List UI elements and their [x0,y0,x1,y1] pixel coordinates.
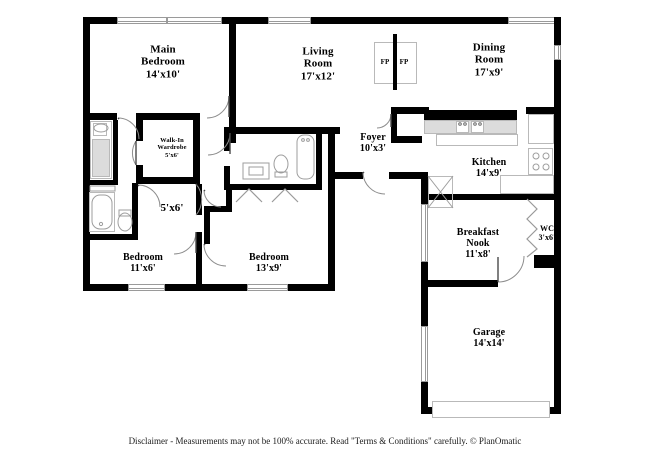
shower-pan-ensuite [90,121,112,179]
wall-kitchen-pantry-top [526,107,554,114]
wall-hall-divider [204,212,210,244]
room-label-wc: WC 3'x6' [538,224,556,242]
room-label-bedroom-2: Bedroom 11'x6' [123,251,163,274]
wall-closet56-right-b [196,232,202,284]
wall-bedroom-wing-bottom-b [165,284,247,291]
wall-bedroom-wing-bottom-a [83,284,128,291]
wall-exterior-left-upper [83,17,90,183]
disclaimer-text: Disclaimer - Measurements may not be 100… [128,436,522,446]
room-label-closet-5x6: 5'x6' [160,201,184,214]
wall-garage-top-left [421,280,498,287]
wall-linen-right [226,190,232,212]
room-label-foyer: Foyer 10'x3' [359,131,387,154]
room-label-main-bedroom: Main Bedroom 14'x10' [141,43,185,81]
wall-foyer-bottom-left [335,172,363,179]
wall-exterior-top-left [83,17,117,24]
window-breakfast-nook [421,204,428,262]
wall-nook-left-upper [421,194,428,204]
window-dining-right [554,45,561,60]
wall-garage-left-lower [421,382,428,414]
wall-nook-left-lower [421,262,428,282]
window-main-bedroom-1 [117,17,167,24]
wall-hall-right-upper [328,127,335,189]
fireplace-label-living: FP [380,58,390,67]
wall-hallbath-left-b [224,166,230,190]
window-bedroom-2 [128,284,165,291]
kitchen-base-cabinet-run [500,175,554,194]
wall-foyer-bottom-right [389,172,428,179]
pantry-cabinet [528,114,554,144]
wall-kitchen-appliance-bottom [523,194,554,200]
room-label-breakfast-nook: Breakfast Nook 11'x8' [456,227,500,261]
garage-door [432,401,550,418]
wall-linen-bottom [204,206,232,212]
wall-wardrobe-bottom [136,177,200,184]
shower-floor-ensuite [92,139,110,177]
wall-wc-door-post [534,255,554,268]
window-bedroom-3 [247,284,288,291]
wall-wardrobe-left [136,113,143,141]
wall-garage-left-upper [421,282,428,326]
wall-bedroom-wing-bottom-c [288,284,335,291]
bathtub-bath2 [89,192,115,232]
room-label-walk-in-wardrobe: Walk-In Wardrobe 5'x6' [157,137,187,159]
wall-garage-bottom-right [545,407,561,414]
wall-hallbath-top [224,127,340,134]
fireplace-label-dining: FP [399,58,409,67]
room-label-bedroom-3: Bedroom 13'x9' [249,251,289,274]
room-label-kitchen: Kitchen 14'x9' [471,156,507,179]
room-label-dining-room: Dining Room 17'x9' [472,41,506,79]
room-label-garage: Garage 14'x14' [472,326,506,349]
wall-exterior-right-upper [554,17,561,45]
wall-hallbath-right [316,134,322,190]
window-living-room-1 [268,17,311,24]
wall-bath2-bottom [83,234,138,240]
wall-exterior-top-mid [222,17,268,24]
wall-kitchen-counter-bottom [391,136,422,143]
window-garage [421,326,428,382]
wall-nook-top [428,194,524,200]
wall-garage-bottom-left [421,407,437,414]
window-main-bedroom-2 [167,17,222,24]
kitchen-island-outline [436,134,518,146]
wall-main-bedroom-bottom-a [83,113,117,120]
wall-wardrobe-right [193,113,200,184]
wall-exterior-right-lower [554,268,561,414]
wall-main-bedroom-bottom-b [136,113,200,120]
wall-wardrobe-left-b [136,165,143,184]
wall-kitchen-counter-back [424,110,517,120]
wall-kitchen-top-left [391,107,429,114]
range-outline [528,148,553,175]
wall-ensuite-bottom [83,180,118,185]
wall-ensuite-right [113,120,118,183]
kitchen-counter [424,120,517,134]
wall-main-bedroom-right [229,17,236,143]
wall-bath2-right [132,183,138,239]
room-label-living-room: Living Room 17'x12' [300,45,336,83]
wall-exterior-right-mid [554,60,561,268]
fireplace-core-wall [393,34,397,90]
wall-bedroom-wing-right [328,176,335,291]
wall-kitchen-left-stub [391,107,397,142]
wall-exterior-top-right [311,17,561,24]
wall-hallbath-bottom [224,184,322,190]
